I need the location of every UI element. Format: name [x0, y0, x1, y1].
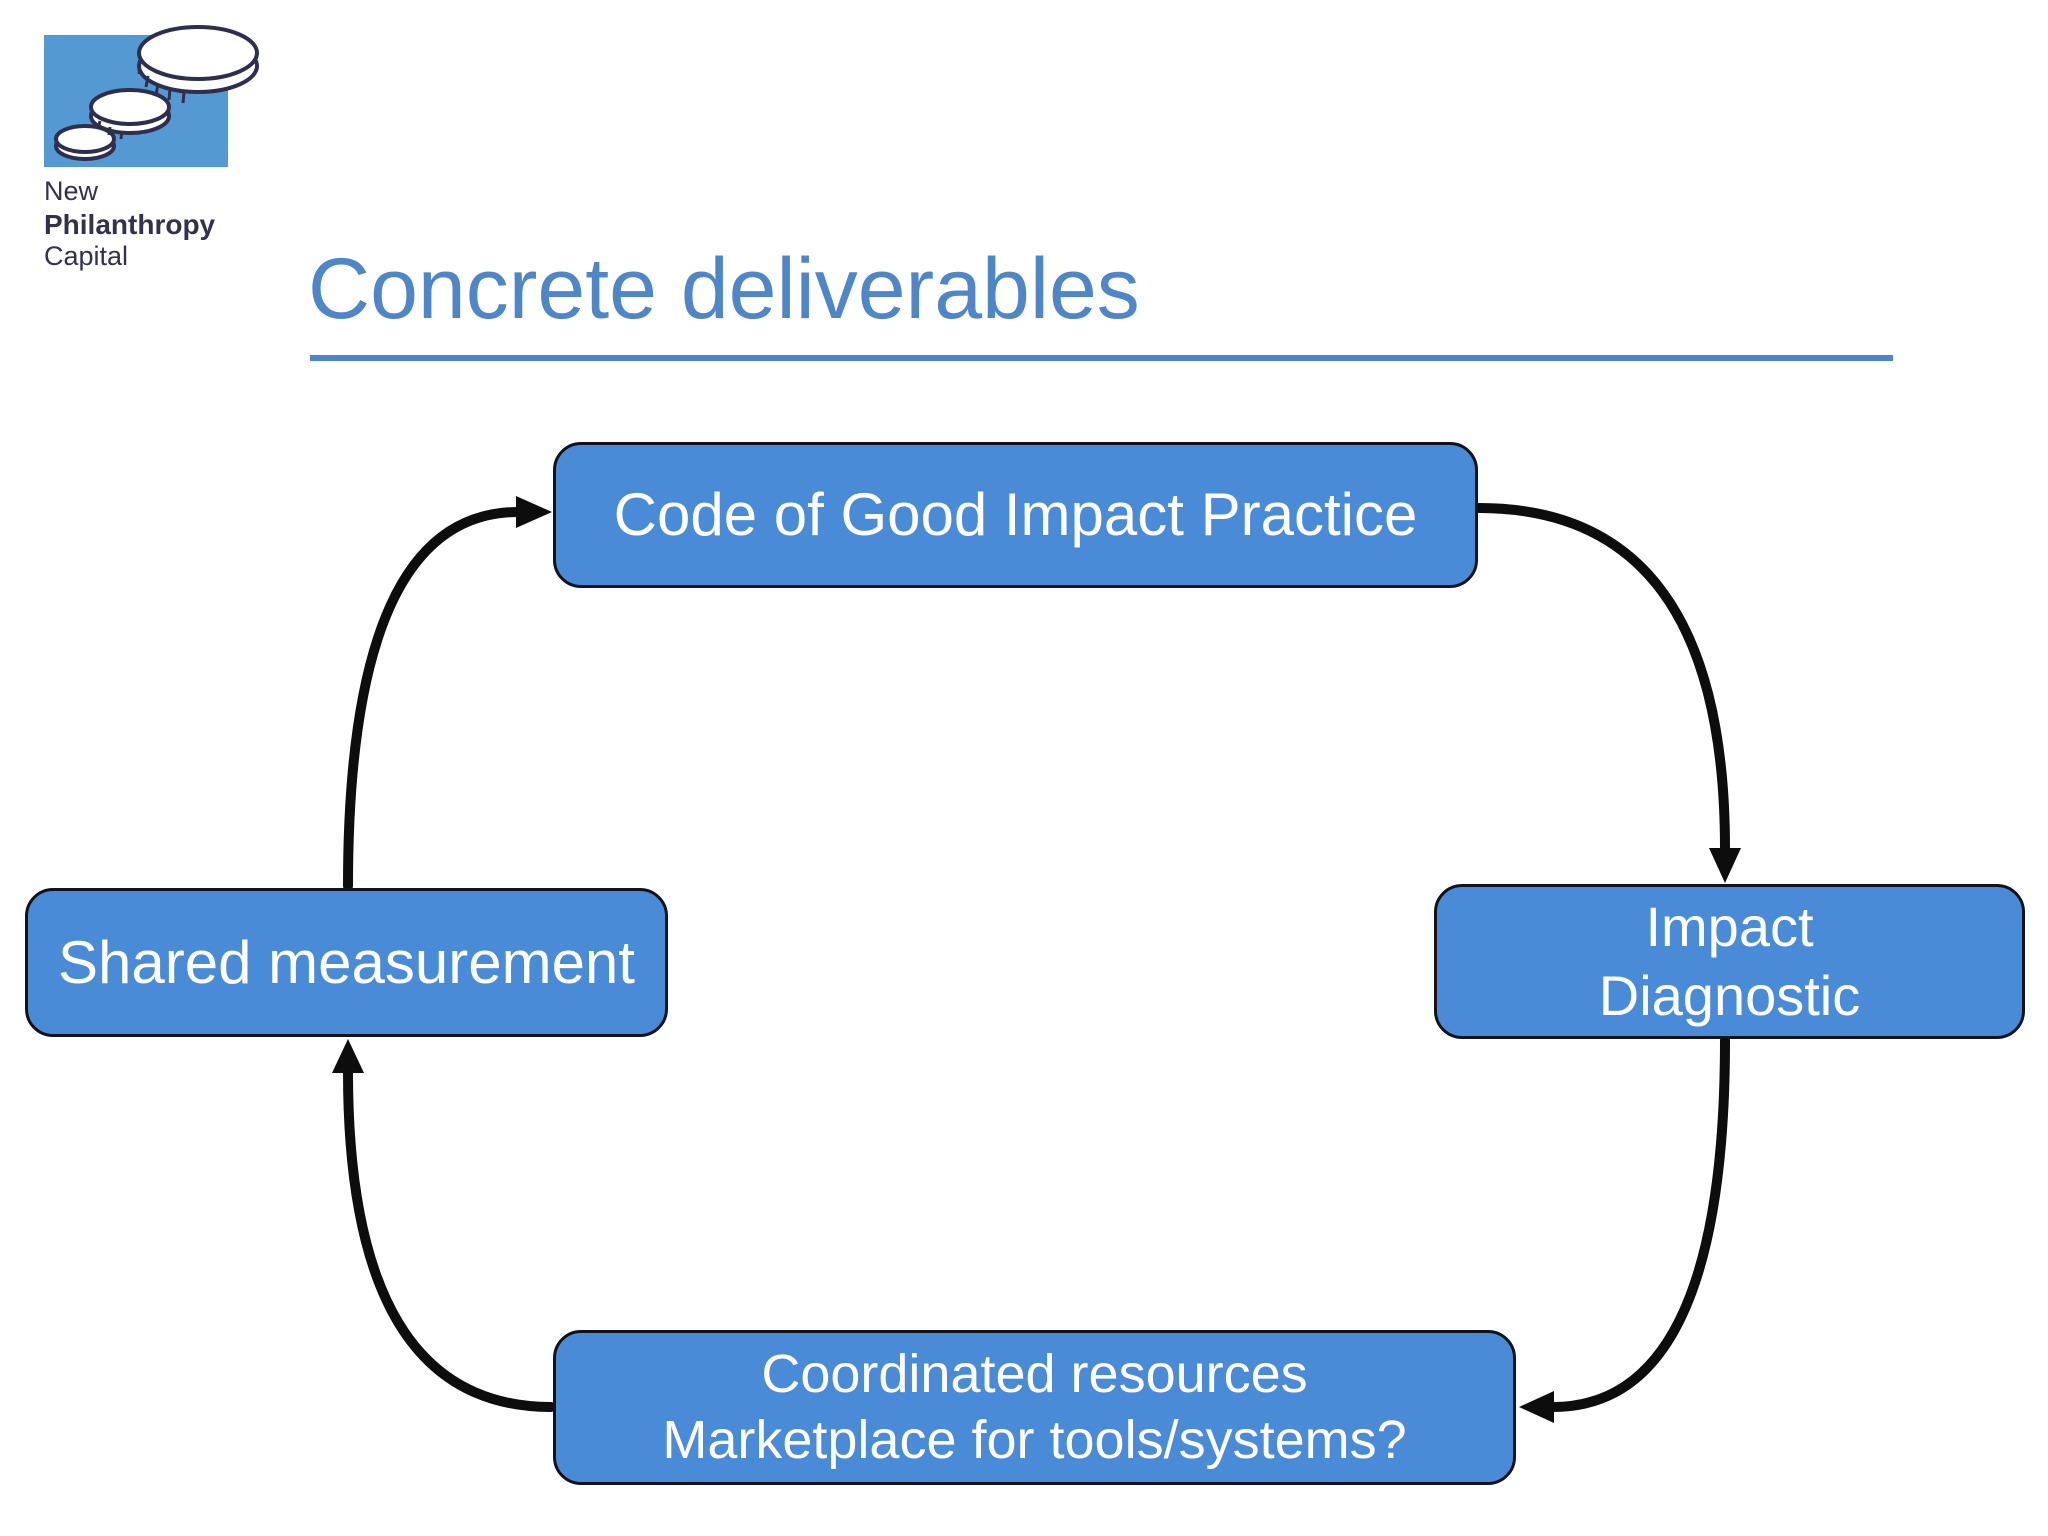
coins-logo-icon [44, 25, 259, 167]
node-label-line: Coordinated resources [761, 1343, 1308, 1404]
logo-line-capital: Capital [44, 240, 129, 271]
arrowhead-down-icon [1709, 848, 1741, 883]
arrow-top-to-right-icon [1474, 503, 1730, 854]
node-code-of-good-impact-practice: Code of Good Impact Practice [553, 442, 1478, 588]
arrow-right-to-bottom-icon [1548, 1035, 1730, 1412]
arrowhead-left-icon [1519, 1391, 1554, 1423]
node-shared-measurement: Shared measurement [25, 888, 668, 1037]
logo-line-new: New [44, 176, 99, 206]
logo-wordmark: New Philanthropy Capital [44, 176, 215, 273]
node-impact-diagnostic: Impact Diagnostic [1434, 884, 2025, 1039]
arrow-bottom-to-left-icon [343, 1067, 556, 1412]
logo-line-philanthropy: Philanthropy [44, 208, 216, 240]
title-underline [310, 355, 1893, 361]
node-label-line: Diagnostic [1598, 963, 1861, 1027]
node-coordinated-resources: Coordinated resources Marketplace for to… [553, 1330, 1516, 1485]
small-coin-icon [54, 124, 116, 161]
arrowhead-right-icon [516, 496, 552, 528]
node-label-line: Impact [1645, 895, 1814, 959]
node-label: Shared measurement [58, 928, 635, 996]
medium-coin-icon [89, 88, 171, 140]
node-label: Code of Good Impact Practice [613, 481, 1418, 549]
arrow-left-to-top-icon [343, 507, 523, 891]
large-coin-icon [137, 25, 259, 104]
node-label-line: Marketplace for tools/systems? [662, 1409, 1407, 1470]
arrowhead-up-icon [332, 1039, 364, 1073]
page-title: Concrete deliverables [308, 241, 1140, 337]
